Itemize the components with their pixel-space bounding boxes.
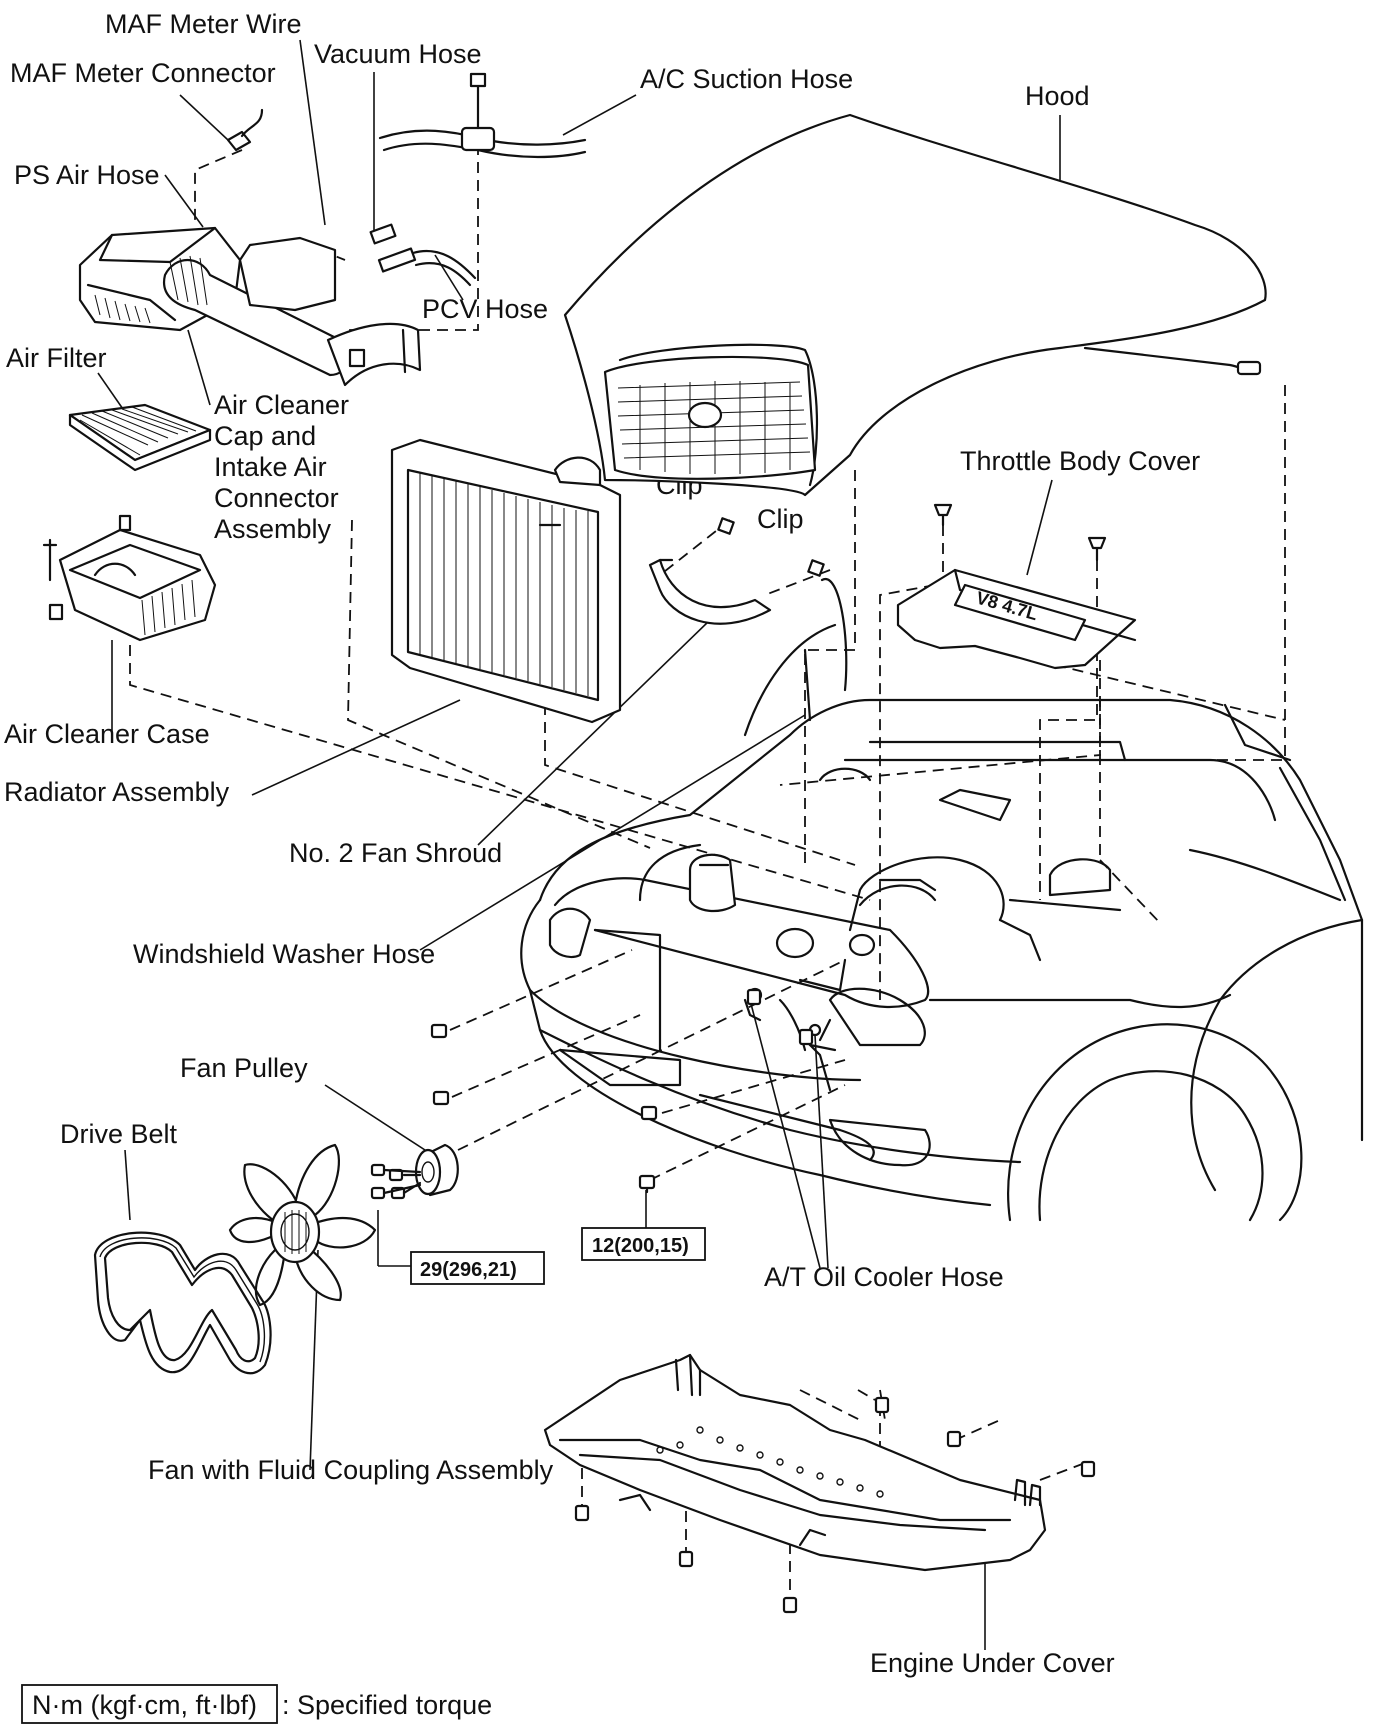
label-throttle-body-cover: Throttle Body Cover [960,446,1200,476]
label-air-cleaner-cap-line5: Assembly [214,514,332,544]
label-drive-belt: Drive Belt [60,1119,178,1149]
label-air-cleaner-cap-line3: Intake Air [214,452,327,482]
label-hood: Hood [1025,81,1090,111]
label-air-cleaner-cap-line2: Cap and [214,421,316,451]
label-air-cleaner-case: Air Cleaner Case [4,719,210,749]
label-air-filter: Air Filter [6,343,107,373]
no2-fan-shroud [648,558,772,625]
at-oil-cooler-hose [746,988,832,1092]
air-filter [68,403,212,472]
torque-value-bumper-bolts: 12(200,15) [592,1235,689,1257]
label-engine-under-cover: Engine Under Cover [870,1648,1115,1678]
fan-bolts [370,1163,422,1200]
label-fan-fluid-coupling: Fan with Fluid Coupling Assembly [148,1455,554,1485]
label-air-cleaner-cap-line4: Connector [214,483,339,513]
label-pcv-hose: PCV Hose [422,294,548,324]
label-at-oil-cooler-hose: A/T Oil Cooler Hose [764,1262,1004,1292]
torque-box-fan-bolts: 29(296,21) [410,1251,545,1285]
fan-pulley [414,1143,459,1197]
vehicle-front [520,578,1364,1222]
radiator-assembly [390,438,622,724]
legend-unit-box: N·m (kgf·cm, ft·lbf) [32,1690,257,1720]
drive-belt [93,1231,272,1375]
ps-air-hose [377,247,477,287]
legend: N·m (kgf·cm, ft·lbf) : Specified torque [21,1684,492,1724]
fan-fluid-coupling [228,1143,377,1307]
legend-description: : Specified torque [282,1690,492,1720]
label-maf-meter-wire: MAF Meter Wire [105,9,302,39]
label-clip-2: Clip [757,504,804,534]
torque-value-fan-bolts: 29(296,21) [420,1259,517,1281]
label-no2-fan-shroud: No. 2 Fan Shroud [289,838,502,868]
bumper-bolts [430,1023,658,1194]
under-cover-bolts [574,1396,1096,1614]
label-ps-air-hose: PS Air Hose [14,160,160,190]
ac-suction-hose [378,72,587,159]
label-maf-meter-connector: MAF Meter Connector [10,58,276,88]
label-vacuum-hose: Vacuum Hose [314,39,482,69]
label-fan-pulley: Fan Pulley [180,1053,308,1083]
label-ac-suction-hose: A/C Suction Hose [640,64,853,94]
vacuum-hose [369,223,397,245]
label-air-cleaner-cap-line1: Air Cleaner [214,390,349,420]
throttle-body-cover: V8 4.7L [896,503,1137,670]
air-cleaner-cap-intake [78,226,422,387]
torque-box-bumper-bolts: 12(200,15) [581,1227,706,1261]
engine-under-cover [543,1353,1047,1572]
hood [563,113,1267,497]
clip-1 [717,517,735,535]
maf-meter-connector [226,108,264,152]
clip-2 [807,559,825,577]
air-cleaner-case [42,514,217,642]
label-windshield-washer-hose: Windshield Washer Hose [133,939,435,969]
engine-compartment [688,767,1122,1052]
label-radiator-assembly: Radiator Assembly [4,777,230,807]
